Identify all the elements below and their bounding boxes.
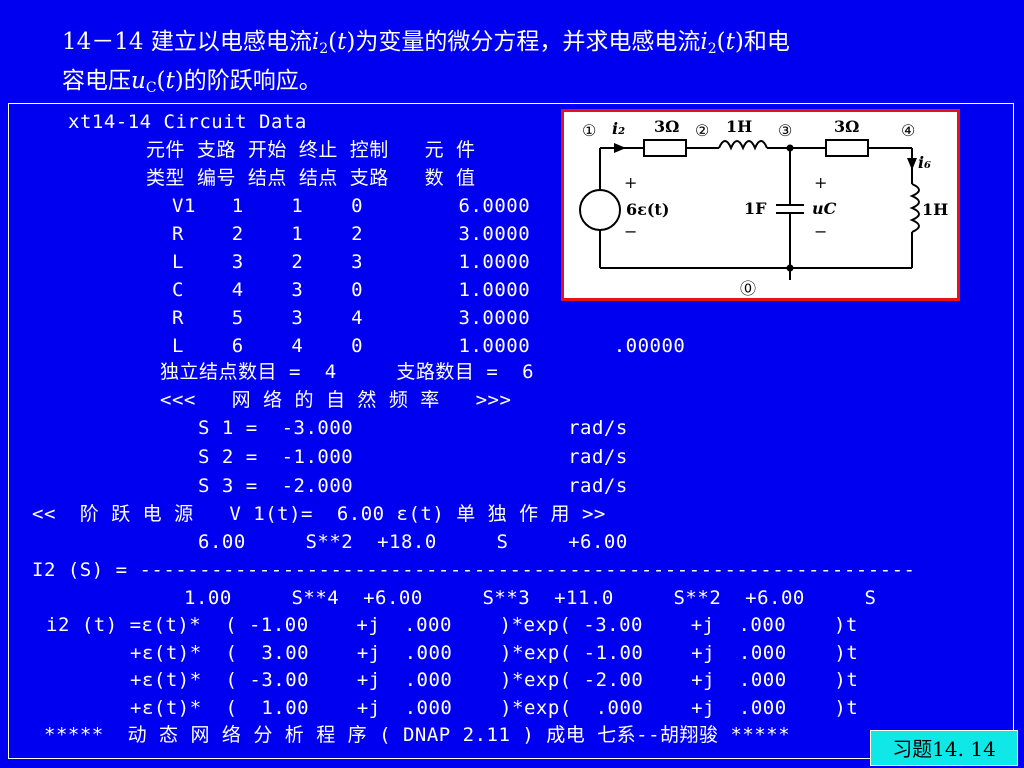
node-1-label: ① xyxy=(582,121,596,140)
current-i2-label: i₂ xyxy=(612,119,625,138)
output-line: R 2 1 2 3.0000 xyxy=(172,223,531,245)
resistor-1-label: 3Ω xyxy=(654,117,679,136)
node-2-label: ② xyxy=(695,121,709,140)
output-line: 元件 支路 开始 终止 控制 元 件 xyxy=(146,139,476,161)
output-line: xt14-14 Circuit Data xyxy=(68,111,307,133)
output-line: ***** 动 态 网 络 分 析 程 序 ( DNAP 2.11 ) 成电 七… xyxy=(44,724,791,746)
output-line: S 1 = -3.000 rad/s xyxy=(198,417,628,439)
output-line: <<< 网 络 的 自 然 频 率 >>> xyxy=(160,389,512,411)
exercise-badge: 习题14. 14 xyxy=(870,730,1018,766)
node-4-label: ④ xyxy=(901,121,915,140)
output-frame xyxy=(8,103,1014,759)
uc-plus: + xyxy=(814,173,827,192)
output-line: +ε(t)* ( 3.00 +j .000 )*exp( -1.00 +j .0… xyxy=(130,642,859,664)
output-line: S 3 = -2.000 rad/s xyxy=(198,475,628,497)
output-line: R 5 3 4 3.0000 xyxy=(172,307,531,329)
source-minus: − xyxy=(624,222,637,241)
capacitor-label: 1F xyxy=(744,199,767,218)
source-plus: + xyxy=(624,173,637,192)
output-line: L 6 4 0 1.0000 .00000 xyxy=(172,335,686,357)
current-i6-label: i₆ xyxy=(918,153,931,172)
circuit-diagram: ① ② ③ ④ ⓪ i₂ i₆ 3Ω 1H 3Ω 1F 1H 6ε(t) + −… xyxy=(561,109,960,301)
output-line: +ε(t)* ( 1.00 +j .000 )*exp( .000 +j .00… xyxy=(130,697,859,719)
node-3-label: ③ xyxy=(778,121,792,140)
circuit-svg: ① ② ③ ④ ⓪ i₂ i₆ 3Ω 1H 3Ω 1F 1H 6ε(t) + −… xyxy=(579,117,948,298)
resistor-2-label: 3Ω xyxy=(834,117,859,136)
inductor-1-label: 1H xyxy=(726,117,752,136)
output-line: I2 (S) = -------------------------------… xyxy=(32,559,916,581)
uc-minus: − xyxy=(814,222,827,241)
output-line: 独立结点数目 = 4 支路数目 = 6 xyxy=(160,361,535,383)
problem-title: 14－14 建立以电感电流i2(t)为变量的微分方程，并求电感电流i2(t)和电… xyxy=(62,29,790,96)
inductor-2-label: 1H xyxy=(922,200,948,219)
uc-label: uC xyxy=(812,199,837,218)
output-line: V1 1 1 0 6.0000 xyxy=(172,195,531,217)
output-line: S 2 = -1.000 rad/s xyxy=(198,446,628,468)
output-line: 1.00 S**4 +6.00 S**3 +11.0 S**2 +6.00 S xyxy=(184,587,877,609)
output-line: i2 (t) =ε(t)* ( -1.00 +j .000 )*exp( -3.… xyxy=(46,614,858,636)
output-line: +ε(t)* ( -3.00 +j .000 )*exp( -2.00 +j .… xyxy=(130,669,859,691)
output-line: L 3 2 3 1.0000 xyxy=(172,251,531,273)
output-line: 类型 编号 结点 结点 支路 数 值 xyxy=(146,167,476,189)
source-label: 6ε(t) xyxy=(626,200,669,219)
output-line: 6.00 S**2 +18.0 S +6.00 xyxy=(198,531,628,553)
output-line: C 4 3 0 1.0000 xyxy=(172,279,531,301)
output-line: << 阶 跃 电 源 V 1(t)= 6.00 ε(t) 单 独 作 用 >> xyxy=(32,503,606,525)
node-0-label: ⓪ xyxy=(740,279,756,298)
